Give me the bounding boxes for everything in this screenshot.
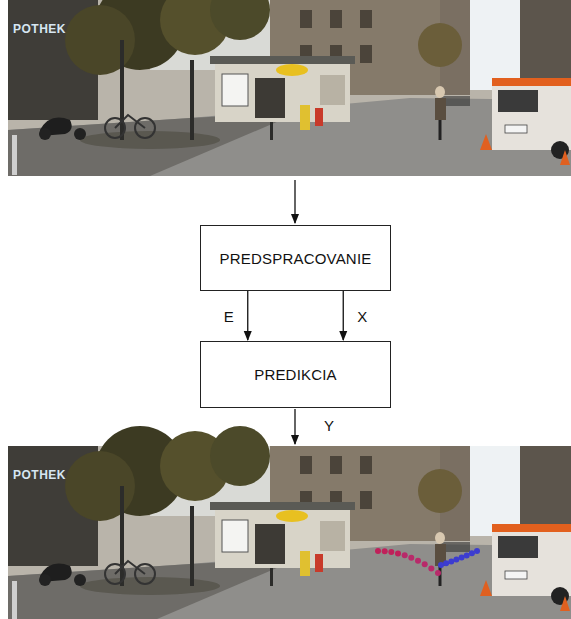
signal-label: X [357, 308, 367, 325]
trajectory-dot [415, 558, 421, 564]
scene-part [8, 426, 571, 619]
output-arrow [294, 409, 295, 444]
trajectory-dot [382, 548, 388, 554]
trajectory-dot [438, 562, 444, 568]
trajectory-dot [453, 557, 459, 563]
trajectory-dot [443, 560, 449, 566]
trajectory-dot [469, 550, 475, 556]
trajectory-dots [375, 548, 480, 576]
data-arrow [343, 291, 344, 340]
trajectory-dot [464, 552, 470, 558]
signal-label: Y [324, 417, 334, 434]
trajectory-dot [435, 570, 441, 576]
trajectory-dot [375, 548, 381, 554]
data-arrow [247, 291, 248, 340]
box-label: PREDSPRACOVANIE [220, 250, 372, 267]
box-label: PREDIKCIA [254, 366, 337, 383]
trajectory-dot [422, 561, 428, 567]
signal-label: E [224, 308, 234, 325]
trajectory-dot [402, 552, 408, 558]
bottom-photo [8, 426, 571, 619]
process-box: PREDSPRACOVANIE [200, 225, 391, 291]
scene-part [8, 0, 571, 176]
trajectory-dot [474, 548, 480, 554]
trajectory-dot [408, 555, 414, 561]
trajectory-dot [388, 549, 394, 555]
process-box: PREDIKCIA [200, 341, 391, 408]
shop-sign-text: POTHEK [13, 468, 66, 482]
shop-sign-text: POTHEK [13, 22, 66, 36]
top-photo [8, 0, 571, 176]
trajectory-dot [428, 565, 434, 571]
trajectory-dot [395, 550, 401, 556]
input-arrow [294, 180, 295, 223]
trajectory-dot [448, 558, 454, 564]
